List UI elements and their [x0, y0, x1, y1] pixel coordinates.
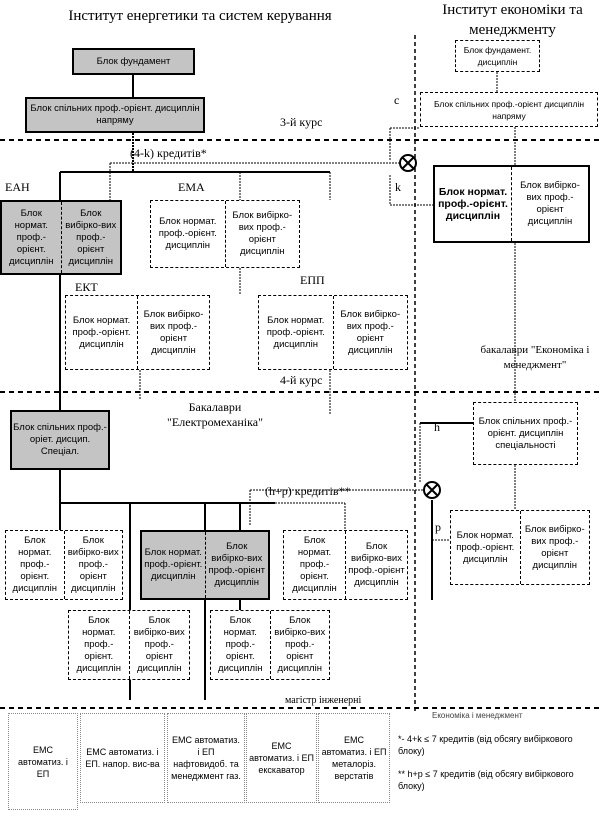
- norm-part: Блок нормат. проф.-орієнт. дисциплін: [451, 511, 521, 584]
- norm-part: Блок нормат. проф.-орієнт. дисциплін: [211, 611, 271, 679]
- label-k: k: [395, 180, 401, 194]
- label-econ-mgmt: Економіка і менеджмент: [432, 711, 523, 720]
- norm-part: Блок нормат. проф.-орієнт. дисциплін: [66, 296, 138, 369]
- elective-part: Блок вибірко-вих проф.-орієнт дисциплін: [348, 541, 405, 588]
- right-fundament-block: Блок фундамент. дисциплін: [455, 40, 540, 72]
- label-bach-em: Бакалаври "Електромеханіка": [167, 400, 263, 429]
- norm-part: Блок нормат. проф.-орієнт. дисциплін: [142, 532, 206, 598]
- label-h: h: [434, 420, 440, 434]
- master-program-3: ЕМС автоматиз. і ЕП нафтовидоб. та менед…: [167, 713, 245, 803]
- label-c: c: [394, 93, 400, 107]
- master-program-4: ЕМС автоматиз. і ЕП екскаватор: [246, 713, 317, 803]
- norm-part: Блок нормат. проф.-орієнт. дисциплін: [151, 201, 226, 267]
- label-year3: 3-й курс: [280, 115, 323, 129]
- elective-part: Блок вибірко-вих проф.-орієнт дисциплін: [524, 523, 585, 571]
- right-common-direction-block: Блок спільних проф.-орієнт дисциплін нап…: [420, 92, 598, 127]
- elective-part: Блок вибірко-вих проф.-орієнт дисциплін: [133, 615, 185, 674]
- elective-part: Блок вибірко-вих проф.-орієнт дисциплін: [232, 210, 293, 257]
- elective-part: Блок вибірко-вих проф.-орієнт дисциплін: [143, 308, 204, 356]
- common-direction-block: Блок спільних проф.-орієнт. дисциплін на…: [25, 97, 205, 133]
- label-epp: ЕПП: [300, 273, 325, 287]
- elective-part: Блок вибірко-вих проф.-орієнт дисциплін: [520, 180, 580, 227]
- norm-part: Блок нормат. проф.-орієнт. дисциплін: [259, 296, 334, 369]
- label-p: p: [435, 520, 441, 534]
- right-common-special-block: Блок спільних проф.-орієнт. дисциплін сп…: [473, 402, 578, 465]
- master-program-1: ЕМС автоматиз. і ЕП: [8, 713, 78, 810]
- footnote-1: *- 4+k ≤ 7 кредитів (від обсягу вибірков…: [398, 734, 573, 756]
- fundament-block: Блок фундамент: [72, 48, 195, 75]
- norm-part: Блок нормат. проф.-орієнт. дисциплін: [6, 531, 65, 599]
- common-special-block: Блок спільних проф.-оріет. дисцип. Спеці…: [10, 410, 110, 470]
- label-eah: ЕАН: [5, 180, 30, 194]
- master-program-5: ЕМС автоматиз. і ЕП металоріз. верстатів: [318, 713, 390, 803]
- label-bach-econ: бакалаври "Економіка і менеджмент": [480, 344, 590, 371]
- merge-node-hp: [423, 481, 441, 499]
- master-program-2: ЕМС автоматиз. і ЕП. напор. вис-ва: [80, 713, 165, 803]
- elective-part: Блок вибірко-вих проф.-орієнт дисциплін: [67, 535, 119, 594]
- norm-part: Блок нормат. проф.-орієнт. дисциплін: [2, 202, 62, 273]
- title-right: Інститут економіки та менеджменту: [442, 2, 583, 38]
- elective-part: Блок вибірко-вих проф.-орієнт дисциплін: [65, 207, 117, 267]
- label-year4: 4-й курс: [280, 373, 323, 387]
- label-ekt: ЕКТ: [75, 280, 98, 294]
- norm-part: Блок нормат. проф.-орієнт. дисциплін: [284, 531, 346, 599]
- elective-part: Блок вибірко-вих проф.-орієнт дисциплін: [274, 615, 326, 674]
- elective-part: Блок вибірко-вих проф.-орієнт дисциплін: [340, 308, 401, 356]
- merge-node-k: [399, 154, 417, 172]
- elective-part: Блок вибірко-вих проф.-орієнт дисциплін: [208, 541, 265, 588]
- title-left: Інститут енергетики та систем керування: [68, 8, 332, 24]
- norm-part: Блок нормат. проф.-орієнт. дисциплін: [435, 167, 512, 241]
- label-ema: ЕМА: [178, 180, 205, 194]
- norm-part: Блок нормат. проф.-орієнт. дисциплін: [69, 611, 130, 679]
- label-master: магістр інженерні: [285, 695, 362, 706]
- footnote-2: ** h+p ≤ 7 кредитів (від обсягу вибірков…: [398, 769, 574, 791]
- label-credits-k: (4-k) кредитів*: [130, 146, 207, 160]
- label-credits-hp: (h+p) кредитів**: [265, 484, 351, 498]
